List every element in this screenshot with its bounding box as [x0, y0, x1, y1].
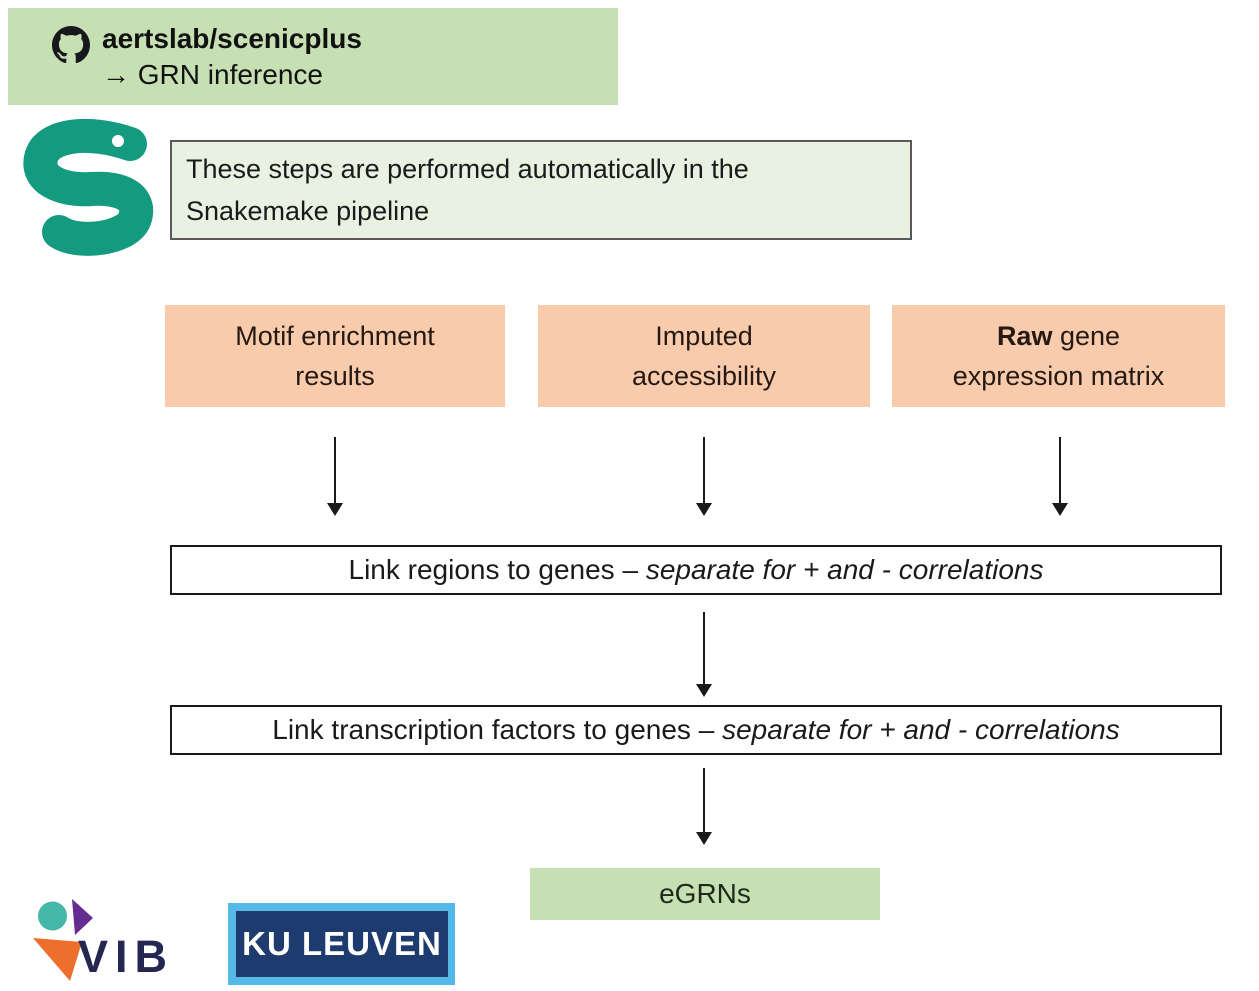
motif-line-1: Motif enrichment — [235, 321, 435, 351]
arrow-down-step2-output — [695, 768, 713, 845]
arrow-down-raw — [1051, 437, 1069, 516]
motif-line-2: results — [295, 361, 375, 391]
raw-line-2: expression matrix — [952, 361, 1165, 391]
step-box-link-tfs: Link transcription factors to genes – se… — [170, 705, 1222, 755]
kuleuven-inner-panel: KU LEUVEN — [236, 911, 448, 977]
github-banner: aertslab/scenicplus → GRN inference — [8, 8, 618, 105]
snakemake-icon — [23, 118, 154, 256]
snake-eye — [112, 135, 124, 147]
kuleuven-wordmark: KU LEUVEN — [242, 925, 442, 962]
note-line-2: Snakemake pipeline — [186, 196, 430, 226]
note-line-1: These steps are performed automatically … — [186, 154, 749, 184]
output-box-egrns: eGRNs — [530, 868, 880, 920]
input-box-motif-enrichment: Motif enrichment results — [165, 305, 505, 407]
github-icon — [52, 25, 90, 63]
banner-text: aertslab/scenicplus → GRN inference — [102, 21, 362, 93]
step1-plain: Link regions to genes – — [348, 554, 646, 585]
step1-italic: separate for + and - correlations — [645, 554, 1044, 585]
kuleuven-logo: KU LEUVEN — [228, 903, 455, 985]
input-box-imputed-accessibility: Imputed accessibility — [538, 305, 870, 407]
vib-wordmark: VIB — [78, 931, 175, 982]
arrow-down-imputed — [695, 437, 713, 516]
snakemake-note-box: These steps are performed automatically … — [170, 140, 912, 240]
vib-logo: VIB — [20, 885, 220, 990]
imputed-line-2: accessibility — [631, 361, 777, 391]
egrns-label: eGRNs — [659, 878, 751, 909]
imputed-line-1: Imputed — [655, 321, 753, 351]
vib-mark-icon — [33, 899, 93, 981]
step2-plain: Link transcription factors to genes – — [272, 714, 723, 745]
raw-line-1-rest: gene — [1052, 321, 1121, 351]
arrow-down-step1-step2 — [695, 612, 713, 697]
input-box-raw-expression: Raw gene expression matrix — [892, 305, 1225, 407]
raw-bold: Raw — [996, 321, 1053, 351]
grn-inference-label: → GRN inference — [102, 58, 323, 90]
step-box-link-regions: Link regions to genes – separate for + a… — [170, 545, 1222, 595]
repo-name: aertslab/scenicplus — [102, 22, 362, 54]
arrow-down-motif — [326, 437, 344, 516]
step2-italic: separate for + and - correlations — [722, 714, 1120, 745]
